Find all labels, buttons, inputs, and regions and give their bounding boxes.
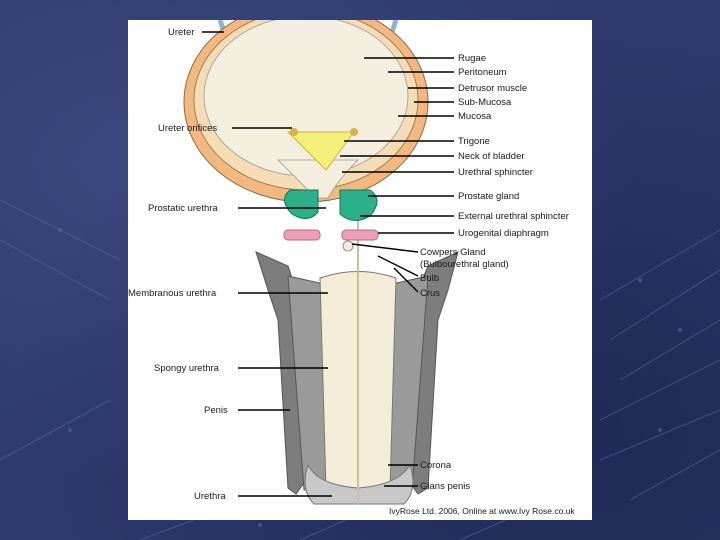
- label-mucosa: Mucosa: [458, 111, 492, 122]
- erectile-tissue: [255, 251, 459, 495]
- label-detrusor-muscle: Detrusor muscle: [458, 83, 527, 94]
- leader-lines: [202, 31, 454, 497]
- label-prostate-gland: Prostate gland: [458, 191, 519, 202]
- credit-text: IvyRose Ltd. 2006, Online at www.Ivy Ros…: [389, 506, 575, 516]
- label-glans-penis: Glans penis: [420, 481, 470, 492]
- ureter-orifice-left: [290, 128, 298, 136]
- label-urethra: Urethra: [194, 491, 226, 502]
- label-cowpers-gland: Cowpers Gland: [420, 247, 485, 258]
- urogenital-diaphragm-right: [341, 229, 379, 241]
- label-membranous-urethra: Membranous urethra: [128, 288, 217, 299]
- label-ureter-orifices: Ureter orifices: [158, 123, 217, 134]
- label-external-urethral-sphincter: External urethral sphincter: [458, 211, 569, 222]
- trigone-shape: [286, 131, 355, 171]
- label-penis: Penis: [204, 405, 228, 416]
- label-bulb: Bulb: [420, 273, 439, 284]
- urogenital-diaphragm-left: [283, 229, 321, 241]
- label-corona: Corona: [420, 460, 452, 471]
- bladder-urethra-diagram: Ureter Ureter orifices Prostatic urethra…: [128, 20, 575, 516]
- label-crus: Crus: [420, 288, 440, 299]
- label-rugae: Rugae: [458, 53, 486, 64]
- label-spongy-urethra: Spongy urethra: [154, 363, 220, 374]
- label-ureter: Ureter: [168, 27, 194, 38]
- label-neck-of-bladder: Neck of bladder: [458, 151, 525, 162]
- label-trigone: Trigone: [458, 136, 490, 147]
- label-urogenital-diaphragm: Urogenital diaphragm: [458, 228, 549, 239]
- label-sub-mucosa: Sub-Mucosa: [458, 97, 512, 108]
- diagram-panel: Ureter Ureter orifices Prostatic urethra…: [128, 20, 592, 520]
- prostate-gland-left: [284, 189, 319, 219]
- label-peritoneum: Peritoneum: [458, 67, 507, 78]
- label-prostatic-urethra: Prostatic urethra: [148, 203, 218, 214]
- ureter-orifice-right: [350, 128, 358, 136]
- cowpers-gland-shape: [342, 240, 354, 252]
- label-urethral-sphincter: Urethral sphincter: [458, 167, 533, 178]
- bladder-lumen: [203, 20, 409, 177]
- bladder-neck-shape: [277, 159, 359, 199]
- label-bulbourethral-gland: (Bulbourethral gland): [420, 259, 509, 270]
